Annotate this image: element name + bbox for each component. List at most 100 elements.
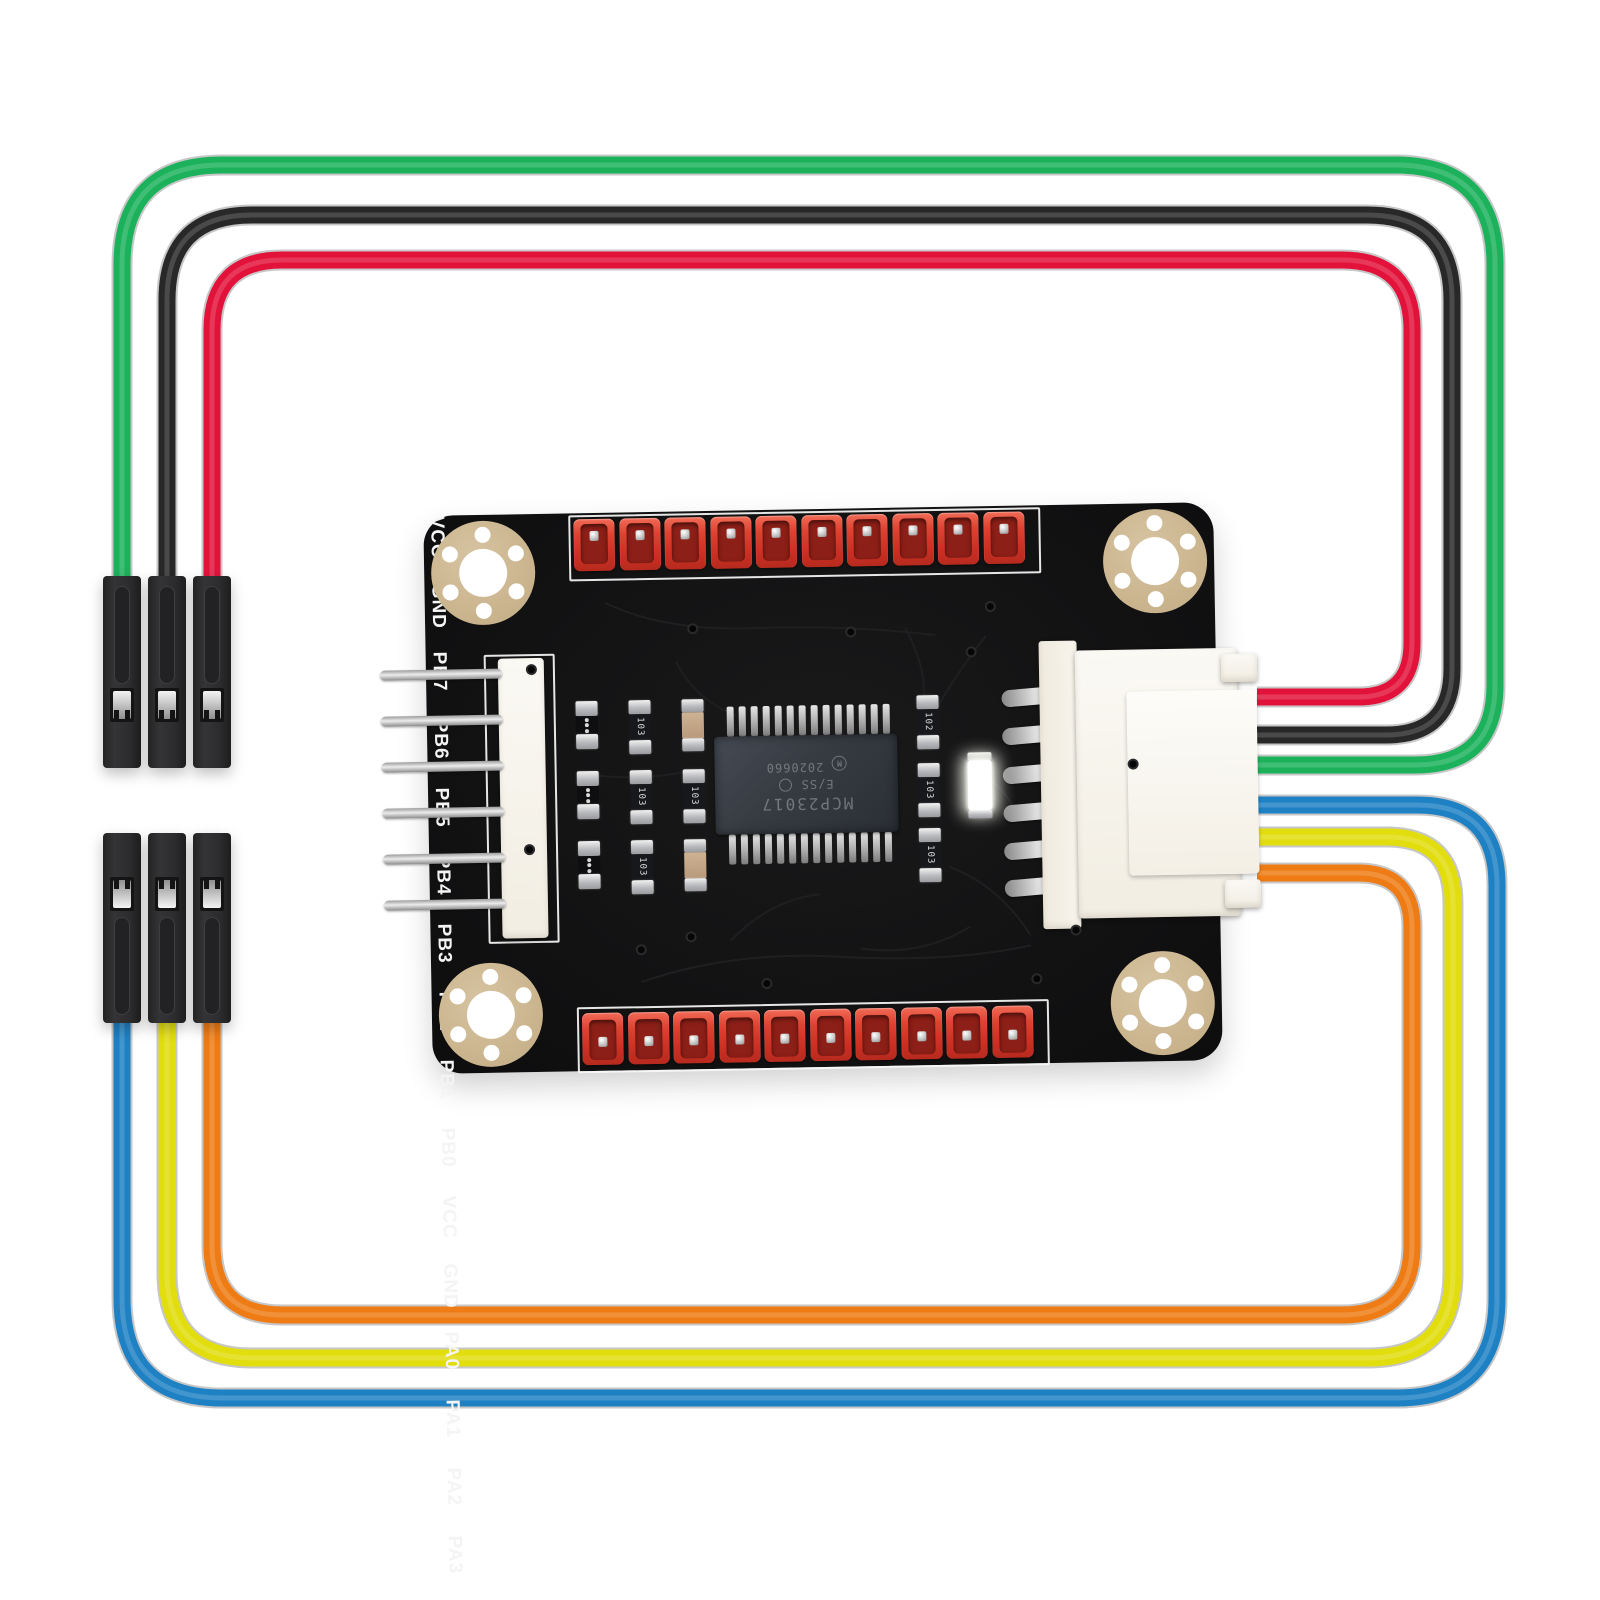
component-r4: 103 bbox=[628, 713, 652, 741]
terminal-cell bbox=[854, 1007, 897, 1061]
component-r2-pad bbox=[917, 762, 940, 778]
terminal-cell bbox=[627, 1011, 670, 1065]
terminal-pin bbox=[725, 528, 736, 539]
chip-marking: MCP23017 E/SS M 2020660 bbox=[759, 755, 853, 814]
chip-pin bbox=[738, 706, 747, 737]
terminal-cell bbox=[800, 514, 843, 568]
blue-wire bbox=[113, 796, 1506, 1407]
terminal-slot bbox=[989, 516, 1018, 558]
terminal-pin bbox=[907, 525, 918, 536]
terminal-cell bbox=[809, 1008, 852, 1062]
component-c2 bbox=[684, 852, 707, 879]
component-r3: 103 bbox=[918, 841, 942, 869]
terminal-pin bbox=[962, 1030, 972, 1041]
mount-dot bbox=[1146, 515, 1163, 532]
component-r3-pad bbox=[918, 827, 941, 843]
housing-clip bbox=[158, 691, 176, 719]
mount-dot bbox=[516, 1025, 533, 1042]
terminal-pin bbox=[998, 523, 1009, 534]
component-pwr-pad bbox=[968, 810, 993, 819]
mount-dot bbox=[1155, 1032, 1172, 1050]
header-pin-1 bbox=[379, 668, 503, 681]
chip-pin bbox=[872, 832, 881, 863]
jumper-dot bbox=[585, 787, 591, 792]
chip-pin bbox=[860, 832, 869, 863]
resistor-code: 103 bbox=[635, 787, 647, 807]
terminal-cell bbox=[900, 1006, 943, 1060]
black-wire-shade bbox=[164, 212, 1455, 738]
clip-prong bbox=[125, 880, 130, 889]
mount-dot bbox=[1154, 956, 1171, 974]
housing-groove bbox=[204, 917, 220, 1015]
component-a0-pad bbox=[577, 840, 601, 857]
terminal-pin bbox=[916, 1031, 926, 1042]
chip-part-number: MCP23017 bbox=[760, 792, 854, 814]
jumper-dot bbox=[586, 798, 591, 803]
component-c1-pad bbox=[682, 738, 705, 752]
jumper-dot bbox=[586, 793, 591, 798]
terminal-pin bbox=[862, 526, 872, 537]
terminal-slot bbox=[807, 519, 836, 561]
mount-dot bbox=[1180, 571, 1197, 588]
component-a1 bbox=[576, 785, 600, 805]
yellow-wire-shade bbox=[164, 834, 1456, 1361]
mount-dot bbox=[474, 526, 491, 544]
terminal-cell bbox=[709, 516, 752, 569]
clip-prong bbox=[159, 880, 164, 889]
socket-center-block bbox=[1126, 689, 1260, 876]
housing-groove bbox=[114, 586, 130, 684]
component-r6: 103 bbox=[631, 853, 654, 881]
pin-label: GND bbox=[439, 1263, 462, 1309]
mount-dot bbox=[515, 987, 532, 1004]
chip-pin bbox=[884, 831, 893, 862]
component-c1-pad bbox=[681, 699, 704, 713]
terminal-slot bbox=[762, 520, 791, 562]
chip-pin bbox=[776, 833, 785, 864]
mount-dot bbox=[1114, 572, 1131, 589]
component-r5-pad bbox=[630, 809, 653, 825]
component-r1-pad bbox=[917, 734, 940, 750]
component-r1: 102 bbox=[916, 708, 940, 736]
chip-pin bbox=[858, 704, 867, 735]
jumper-dot bbox=[584, 723, 589, 728]
housing-clip bbox=[203, 880, 221, 908]
chip-pin bbox=[822, 704, 831, 735]
header-pin-4 bbox=[382, 806, 505, 819]
bottom-terminal-header: VCCGNDPA0PA1PA2PA3PA4PA5PA6PA7 bbox=[435, 999, 1237, 1600]
housing-clip-window bbox=[110, 877, 134, 911]
mount-dot bbox=[482, 968, 499, 985]
terminal-pin bbox=[589, 530, 599, 542]
component-r7: 103 bbox=[682, 783, 706, 810]
component-r2-pad bbox=[918, 802, 941, 818]
mount-dot bbox=[1187, 975, 1204, 992]
clip-prong bbox=[204, 710, 209, 719]
mount-dot bbox=[1121, 976, 1138, 993]
terminal-pin bbox=[825, 1032, 835, 1043]
jumper-housing-green bbox=[103, 576, 141, 768]
socket-tab-bottom bbox=[1224, 879, 1262, 908]
green-wire-shade bbox=[119, 162, 1498, 768]
terminal-pin bbox=[598, 1036, 608, 1047]
resistor-code: 103 bbox=[634, 717, 646, 737]
mount-dot bbox=[442, 584, 459, 601]
terminal-pin bbox=[871, 1032, 881, 1043]
component-a2-pad bbox=[575, 700, 598, 717]
mount-dot bbox=[483, 1044, 500, 1061]
jumper-housing-black bbox=[148, 576, 186, 768]
clip-prong bbox=[170, 880, 175, 889]
terminal-cell bbox=[937, 512, 980, 565]
terminal-cell bbox=[945, 1006, 988, 1059]
terminal-cell bbox=[982, 511, 1025, 565]
jumper-housing-yellow bbox=[148, 833, 186, 1023]
housing-clip bbox=[203, 691, 221, 719]
housing-clip bbox=[158, 880, 176, 908]
mount-dot bbox=[1122, 1014, 1139, 1031]
chip-pin bbox=[750, 706, 759, 737]
component-r3-pad bbox=[919, 867, 942, 883]
terminal-cell bbox=[763, 1009, 806, 1063]
mount-dot bbox=[449, 988, 466, 1005]
chip-pin bbox=[846, 704, 855, 735]
header-pin-3 bbox=[381, 760, 504, 773]
housing-clip-window bbox=[110, 688, 134, 722]
